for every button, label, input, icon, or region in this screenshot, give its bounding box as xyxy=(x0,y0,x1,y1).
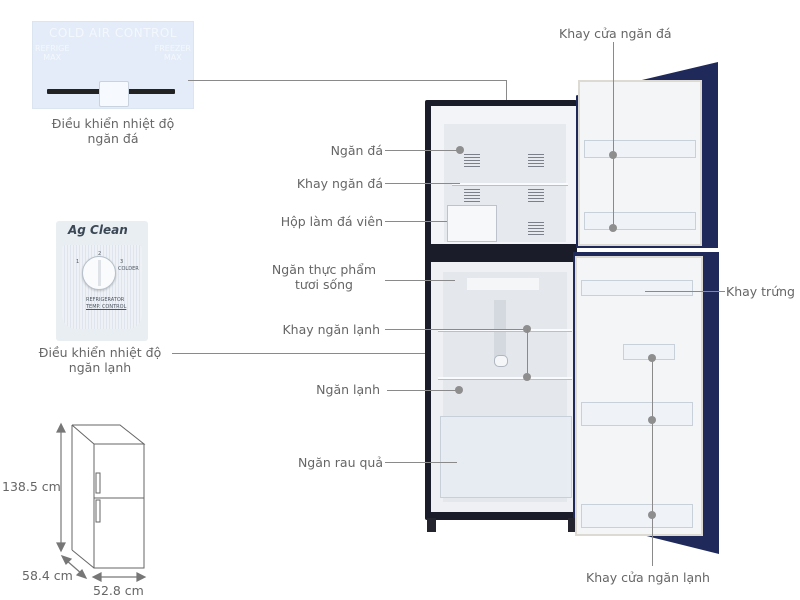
fridge-foot xyxy=(568,518,577,532)
vent-icon xyxy=(528,189,544,202)
vent-icon xyxy=(528,222,544,235)
fridge-shelf xyxy=(438,377,572,380)
callout-khay-ngan-lanh: Khay ngăn lạnh xyxy=(282,322,380,337)
door-shelf xyxy=(584,140,696,158)
leader-line xyxy=(613,42,614,228)
dimension-drawing xyxy=(0,410,200,600)
leader-line xyxy=(527,329,528,377)
dial-mark: 2 xyxy=(98,251,102,257)
caption-line: ngăn đá xyxy=(87,131,139,146)
fridge-control-caption: Điều khiển nhiệt độ ngăn lạnh xyxy=(20,345,180,375)
fridge-door xyxy=(573,252,719,554)
marker-dot xyxy=(609,224,617,232)
fresh-food-drawer xyxy=(467,278,539,290)
door-liner xyxy=(575,256,703,536)
dial-mark: 1 xyxy=(76,259,80,265)
marker-dot xyxy=(523,373,531,381)
callout-ngan-da: Ngăn đá xyxy=(330,143,383,158)
callout-khay-ngan-da: Khay ngăn đá xyxy=(296,176,383,191)
caption-line: ngăn lạnh xyxy=(68,360,132,375)
door-shelf xyxy=(584,212,696,230)
caption-line: Điều khiển nhiệt độ xyxy=(38,345,162,360)
height-dimension: 138.5 cm xyxy=(2,479,61,494)
vent-icon xyxy=(464,189,480,202)
fridge-foot xyxy=(427,518,436,532)
fridge-outline-icon xyxy=(56,422,147,582)
freezer-shelf xyxy=(452,183,568,186)
freezer-door xyxy=(576,62,718,248)
callout-khay-trung: Khay trứng xyxy=(726,284,795,299)
leader-line xyxy=(385,329,527,330)
fridge-shelf xyxy=(438,329,572,332)
vent-icon xyxy=(464,154,480,167)
leader-line xyxy=(385,221,447,222)
leader-line xyxy=(172,353,504,354)
callout-line: tươi sống xyxy=(295,277,353,292)
panel-label: REFRIGERATOR xyxy=(86,297,125,303)
ag-clean-logo: Ag Clean xyxy=(68,223,128,237)
depth-dimension: 58.4 cm xyxy=(22,568,73,583)
colder-label: COLDER xyxy=(118,266,139,272)
leader-line xyxy=(645,291,725,292)
marker-dot xyxy=(456,146,464,154)
door-shelf xyxy=(581,402,693,426)
leader-line xyxy=(385,462,457,463)
marker-dot xyxy=(455,386,463,394)
marker-dot xyxy=(648,416,656,424)
callout-ngan-thuc-pham-tuoi-song: Ngăn thực phẩm tươi sống xyxy=(262,262,386,292)
caption-line: Điều khiển nhiệt độ xyxy=(51,116,175,131)
panel-label: TEMP. CONTROL xyxy=(86,304,127,310)
callout-ngan-rau-qua: Ngăn rau quả xyxy=(297,455,383,470)
cold-air-control-text: COLD AIR CONTROL xyxy=(48,26,178,40)
leader-line xyxy=(188,80,507,81)
ice-maker-box xyxy=(447,205,497,242)
vent-icon xyxy=(528,154,544,167)
door-shelf xyxy=(581,504,693,528)
freezer-control-caption: Điều khiển nhiệt độ ngăn đá xyxy=(32,116,194,146)
callout-hop-lam-da-vien: Hộp làm đá viên xyxy=(280,214,383,229)
temperature-dial xyxy=(82,256,116,290)
marker-dot xyxy=(648,511,656,519)
leader-line xyxy=(385,280,455,281)
divider xyxy=(425,244,577,262)
width-dimension: 52.8 cm xyxy=(93,583,144,598)
fridge-control-photo: Ag Clean 1 2 3 COLDER REFRIGERATOR TEMP.… xyxy=(56,221,148,341)
leader-line xyxy=(652,358,653,566)
dial-mark: 3 xyxy=(120,259,124,265)
callout-line: Ngăn thực phẩm xyxy=(271,262,377,277)
callout-khay-cua-ngan-lanh: Khay cửa ngăn lạnh xyxy=(586,570,710,585)
callout-ngan-lanh: Ngăn lạnh xyxy=(316,382,380,397)
leader-line xyxy=(385,150,460,151)
egg-tray xyxy=(581,280,693,296)
slider-knob xyxy=(99,81,129,107)
leader-line xyxy=(387,390,459,391)
marker-dot xyxy=(648,354,656,362)
leader-line xyxy=(385,183,460,184)
marker-dot xyxy=(609,151,617,159)
vegetable-crisper xyxy=(440,416,572,498)
callout-khay-cua-ngan-da: Khay cửa ngăn đá xyxy=(559,26,672,41)
fridge-temperature-knob xyxy=(494,355,508,367)
